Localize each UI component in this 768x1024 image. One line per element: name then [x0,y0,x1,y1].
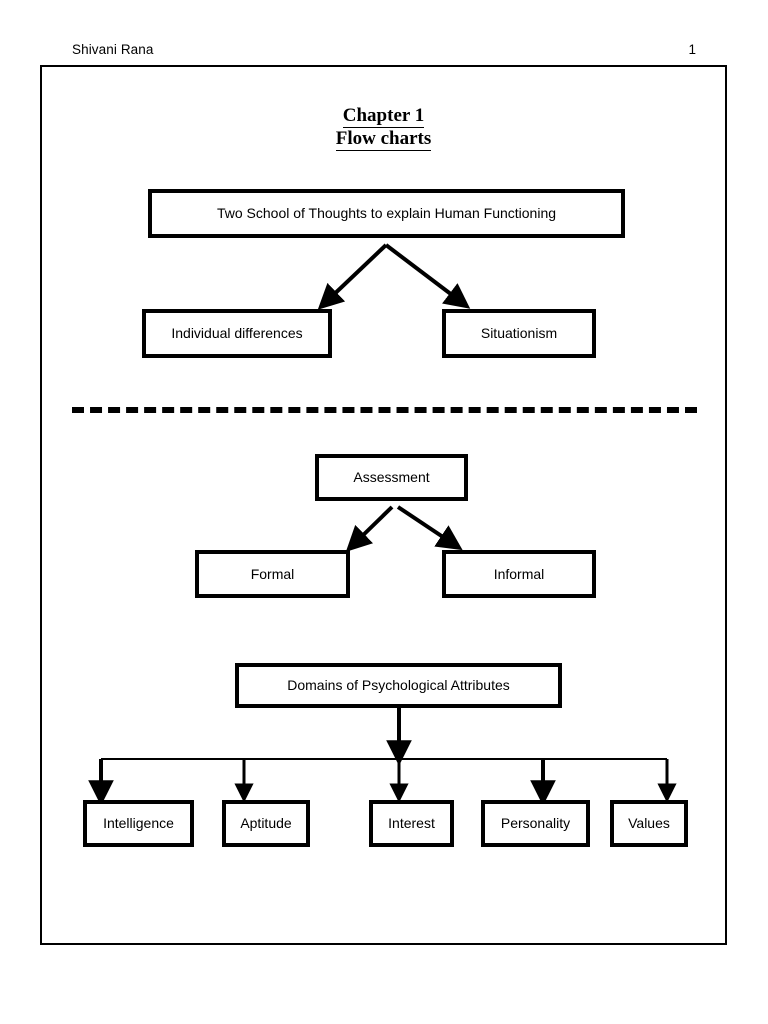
flow-box-intelligence: Intelligence [83,800,194,847]
flow-box-assessment: Assessment [315,454,468,501]
flow-box-individual-differences: Individual differences [142,309,332,358]
flow-box-personality: Personality [481,800,590,847]
flow-box-two-schools-of-thought: Two School of Thoughts to explain Human … [148,189,625,238]
flow-box-informal: Informal [442,550,596,598]
connector-schools-left [317,243,388,310]
flow-box-interest: Interest [369,800,454,847]
page-header: Shivani Rana 1 [72,38,696,60]
flow-box-formal: Formal [195,550,350,598]
connector-assessment-right [396,505,463,551]
header-page-number: 1 [688,41,696,57]
page-title: Chapter 1 Flow charts [42,105,725,151]
connector-schools-right [384,243,471,309]
flow-box-aptitude: Aptitude [222,800,310,847]
header-author: Shivani Rana [72,41,154,57]
title-line-chapter: Chapter 1 [342,105,425,128]
section-divider [72,407,697,413]
flow-box-domains-of-psychological-attributes: Domains of Psychological Attributes [235,663,562,708]
flow-box-situationism: Situationism [442,309,596,358]
title-line-subject: Flow charts [335,128,432,151]
connector-assessment-left [345,505,394,552]
flow-box-values: Values [610,800,688,847]
page-frame: Chapter 1 Flow charts [40,65,727,945]
